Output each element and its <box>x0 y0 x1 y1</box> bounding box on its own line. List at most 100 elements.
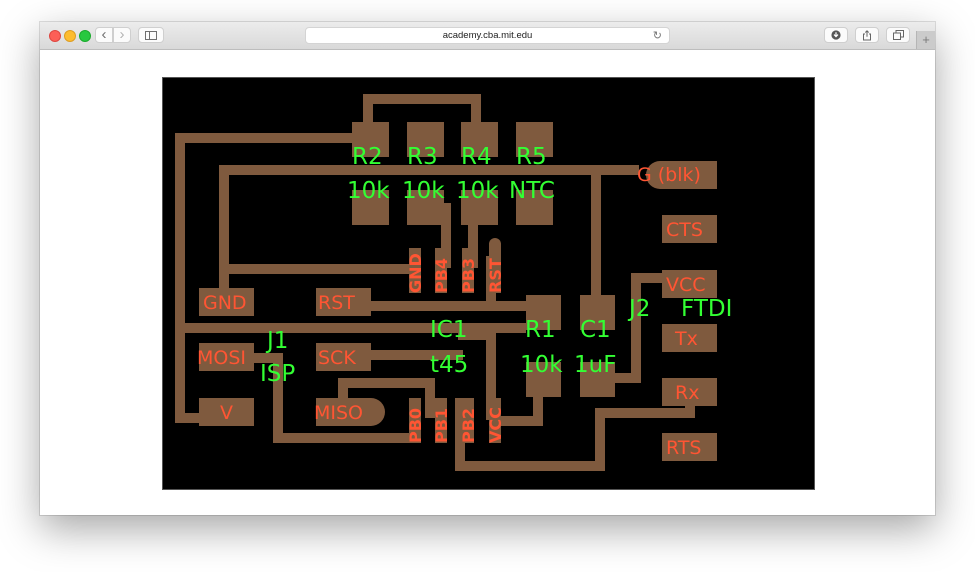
label-r3-ref: R3 <box>407 144 438 170</box>
trace <box>593 373 641 383</box>
pcb-board: R2 10k R3 10k R4 10k R5 NTC R1 10k C1 1u… <box>162 77 815 490</box>
label-j2-ref: J2 <box>627 296 650 322</box>
reload-icon[interactable]: ↻ <box>652 30 662 42</box>
ic-pin-pad <box>409 248 421 293</box>
chevron-left-icon: ‹ <box>101 26 107 43</box>
label-r5-ref: R5 <box>516 144 547 170</box>
pad-tx <box>662 324 717 352</box>
pad-gnd <box>199 288 254 316</box>
label-ic1-value: t45 <box>430 352 468 378</box>
label-r1-ref: R1 <box>525 317 556 343</box>
ic-pin-pad <box>435 248 447 293</box>
label-r5-value: NTC <box>509 178 555 204</box>
label-ftdi-rx: Rx <box>675 382 699 404</box>
c1-pad-top <box>580 295 615 330</box>
label-j1-value: ISP <box>260 361 295 387</box>
trace <box>338 378 433 388</box>
r1-pad-bottom <box>526 362 561 397</box>
downloads-button[interactable] <box>824 27 848 43</box>
resistor-pads <box>352 122 615 397</box>
trace <box>458 330 496 340</box>
trace <box>591 170 601 298</box>
ic-pin-pad <box>489 248 501 293</box>
r4-pad-top <box>461 122 498 157</box>
label-ftdi-cts: CTS <box>666 219 703 241</box>
label-isp-rst: RST <box>318 292 355 314</box>
pad-g-blk <box>646 161 717 189</box>
back-button[interactable]: ‹ <box>95 27 113 43</box>
trace <box>595 408 605 471</box>
trace <box>248 353 283 363</box>
tabs-overview-button[interactable] <box>886 27 910 43</box>
zoom-window-button[interactable] <box>79 30 91 42</box>
trace <box>175 133 365 143</box>
r4-pad-bottom <box>461 190 498 225</box>
label-ic-rst: RST <box>486 258 505 293</box>
component-labels: R2 10k R3 10k R4 10k R5 NTC R1 10k C1 1u… <box>260 144 732 387</box>
close-window-button[interactable] <box>49 30 61 42</box>
trace <box>363 94 481 104</box>
trace <box>338 378 348 408</box>
copper-traces <box>175 94 695 471</box>
label-isp-mosi: MOSI <box>197 347 246 369</box>
r2-pad-top <box>352 122 389 157</box>
ic-pin-labels: GND PB4 PB3 RST PB0 PB1 PB2 VCC <box>406 253 505 443</box>
pad-rst <box>316 288 371 316</box>
pad-miso <box>316 398 385 426</box>
trace <box>493 416 543 426</box>
r5-pad-top <box>516 122 553 157</box>
ic-pin-pad <box>409 398 421 443</box>
trace <box>441 203 451 268</box>
pad-sck <box>316 343 371 371</box>
ic-pin-pad <box>462 248 474 293</box>
c1-pad-bottom <box>580 362 615 397</box>
pcb-layout: R2 10k R3 10k R4 10k R5 NTC R1 10k C1 1u… <box>175 94 732 471</box>
label-r3-value: 10k <box>402 178 445 204</box>
label-ic-pb2: PB2 <box>459 408 478 443</box>
r5-pad-bottom <box>516 190 553 225</box>
isp-pads <box>199 288 385 426</box>
sidebar-icon <box>145 30 157 40</box>
share-icon <box>863 29 871 40</box>
forward-button[interactable]: › <box>113 27 131 43</box>
trace <box>486 330 496 420</box>
share-button[interactable] <box>855 27 879 43</box>
new-tab-button[interactable]: + <box>916 31 935 49</box>
ftdi-pads <box>646 161 717 461</box>
trace <box>273 353 283 443</box>
label-r2-value: 10k <box>347 178 390 204</box>
chevron-right-icon: › <box>119 26 125 43</box>
label-ic-pb1: PB1 <box>432 408 451 443</box>
pad-mosi <box>199 343 254 371</box>
sidebar-button[interactable] <box>138 27 164 43</box>
trace <box>363 350 463 360</box>
r3-pad-bottom <box>407 190 444 225</box>
trace <box>631 273 641 383</box>
ic-pin-pad <box>489 398 501 443</box>
download-icon <box>831 30 841 40</box>
trace <box>455 398 465 471</box>
trace <box>468 203 478 268</box>
url-text: academy.cba.mit.edu <box>442 30 533 41</box>
label-j2-value: FTDI <box>681 296 732 322</box>
r1-pad-top <box>526 295 561 330</box>
label-r1-value: 10k <box>520 352 563 378</box>
label-ic-vcc: VCC <box>486 407 505 443</box>
trace <box>219 165 639 175</box>
trace <box>533 383 543 423</box>
label-c1-value: 1uF <box>574 352 616 378</box>
label-ic-gnd: GND <box>406 253 425 293</box>
pad-cts <box>662 215 717 243</box>
label-ic1-ref: IC1 <box>430 317 467 343</box>
plus-icon: + <box>922 32 930 47</box>
pad-vcc <box>662 270 717 298</box>
trace <box>175 413 205 423</box>
browser-window: ‹ › academy.cba.mit.edu ↻ + <box>40 22 935 515</box>
trace <box>175 133 185 423</box>
label-isp-gnd: GND <box>203 292 247 314</box>
label-isp-v: V <box>220 402 233 424</box>
trace <box>229 264 409 274</box>
label-ftdi-tx: Tx <box>674 328 698 350</box>
minimize-window-button[interactable] <box>64 30 76 42</box>
address-bar[interactable]: academy.cba.mit.edu ↻ <box>305 27 670 44</box>
